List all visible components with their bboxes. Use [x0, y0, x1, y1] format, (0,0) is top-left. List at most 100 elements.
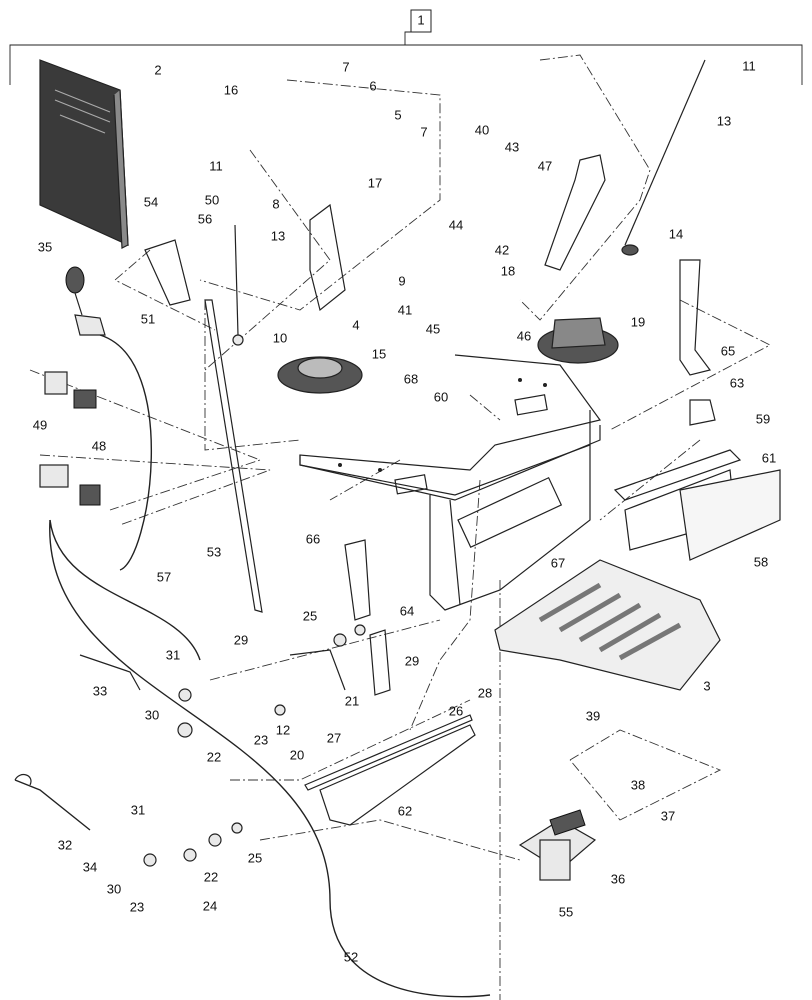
- callout-box: [410, 9, 432, 33]
- callout-c20: 20: [290, 747, 304, 762]
- bracket-18: [544, 154, 606, 271]
- callout-c5: 5: [394, 107, 401, 122]
- callout-labels: 1234567789101111121313141516171819202122…: [33, 9, 776, 964]
- boot-right: [537, 317, 619, 364]
- callout-c51: 51: [141, 311, 155, 326]
- callout-c53: 53: [207, 544, 221, 559]
- callout-c66: 66: [306, 531, 320, 546]
- callout-c18: 18: [501, 263, 515, 278]
- callout-c7a: 7: [342, 59, 349, 74]
- callout-c61: 61: [762, 450, 776, 465]
- callout-c25a: 25: [303, 608, 317, 623]
- callout-c13b: 13: [717, 113, 731, 128]
- callout-c59: 59: [756, 411, 770, 426]
- callout-c43: 43: [505, 139, 519, 154]
- long-rod: [204, 299, 263, 613]
- callout-c36: 36: [611, 871, 625, 886]
- callout-c31a: 31: [166, 647, 180, 662]
- callout-c10: 10: [273, 330, 287, 345]
- callout-c44: 44: [449, 217, 463, 232]
- callout-c31b: 31: [131, 802, 145, 817]
- callout-c42: 42: [495, 242, 509, 257]
- callout-c21: 21: [345, 693, 359, 708]
- mounting-frame: [299, 354, 602, 611]
- callout-c27: 27: [327, 730, 341, 745]
- callout-c23b: 23: [130, 899, 144, 914]
- callout-c6: 6: [369, 78, 376, 93]
- callout-c63: 63: [730, 375, 744, 390]
- callout-c13a: 13: [271, 228, 285, 243]
- angle-brackets: [344, 259, 716, 696]
- callout-c30b: 30: [107, 881, 121, 896]
- callout-c55: 55: [559, 904, 573, 919]
- callout-c30a: 30: [145, 707, 159, 722]
- callout-c26: 26: [449, 703, 463, 718]
- callout-c38: 38: [631, 777, 645, 792]
- callout-c23a: 23: [254, 732, 268, 747]
- callout-c9: 9: [398, 273, 405, 288]
- callout-c46: 46: [517, 328, 531, 343]
- callout-c14: 14: [669, 226, 683, 241]
- control-rods: [232, 59, 706, 346]
- callout-c17: 17: [368, 175, 382, 190]
- instruction-manual: [39, 59, 129, 249]
- connector-48: [39, 464, 101, 506]
- callout-c11a: 11: [209, 158, 223, 173]
- callout-c22a: 22: [207, 749, 221, 764]
- floor-mat: [494, 559, 721, 691]
- cables: [14, 334, 491, 998]
- callout-c56: 56: [198, 211, 212, 226]
- callout-c37: 37: [661, 808, 675, 823]
- callout-c2: 2: [154, 62, 161, 77]
- callout-c22b: 22: [204, 869, 218, 884]
- callout-c28: 28: [478, 685, 492, 700]
- phantom-lines: [29, 54, 771, 1000]
- callout-c41: 41: [398, 302, 412, 317]
- connector-49: [44, 371, 97, 409]
- pedal-assembly: [518, 809, 597, 881]
- callout-c29a: 29: [234, 632, 248, 647]
- callout-c49: 49: [33, 417, 47, 432]
- callout-c57: 57: [157, 569, 171, 584]
- callout-c68: 68: [404, 371, 418, 386]
- callout-c58: 58: [754, 554, 768, 569]
- callout-c60: 60: [434, 389, 448, 404]
- callout-c52: 52: [344, 949, 358, 964]
- callout-c7b: 7: [420, 124, 427, 139]
- bracket-4: [309, 203, 346, 312]
- callout-c1: 1: [417, 12, 424, 27]
- rod-20: [304, 714, 473, 791]
- callout-c8: 8: [272, 196, 279, 211]
- kit-bracket: [9, 31, 803, 85]
- callout-c40: 40: [475, 122, 489, 137]
- callout-c3: 3: [703, 678, 710, 693]
- callout-c48: 48: [92, 438, 106, 453]
- callout-c24: 24: [203, 898, 217, 913]
- callout-c29b: 29: [405, 653, 419, 668]
- callout-c16: 16: [224, 82, 238, 97]
- callout-c4: 4: [352, 317, 359, 332]
- callout-c62: 62: [398, 803, 412, 818]
- callout-c34: 34: [83, 859, 97, 874]
- callout-c35: 35: [38, 239, 52, 254]
- channel-62: [319, 724, 476, 826]
- callout-c33: 33: [93, 683, 107, 698]
- joystick: [65, 266, 106, 336]
- callout-c39: 39: [586, 708, 600, 723]
- bracket-51: [144, 239, 191, 306]
- callout-c54: 54: [144, 194, 158, 209]
- callout-c65: 65: [721, 343, 735, 358]
- callout-c45: 45: [426, 321, 440, 336]
- callout-c19: 19: [631, 314, 645, 329]
- cover-panel: [613, 449, 781, 561]
- callout-c15: 15: [372, 346, 386, 361]
- boot-left: [277, 356, 363, 394]
- callout-c11b: 11: [742, 58, 756, 73]
- callout-c32: 32: [58, 837, 72, 852]
- callout-c64: 64: [400, 603, 414, 618]
- callout-c50: 50: [205, 192, 219, 207]
- callout-c12: 12: [276, 722, 290, 737]
- linkage-parts: [14, 624, 366, 867]
- callout-c25b: 25: [248, 850, 262, 865]
